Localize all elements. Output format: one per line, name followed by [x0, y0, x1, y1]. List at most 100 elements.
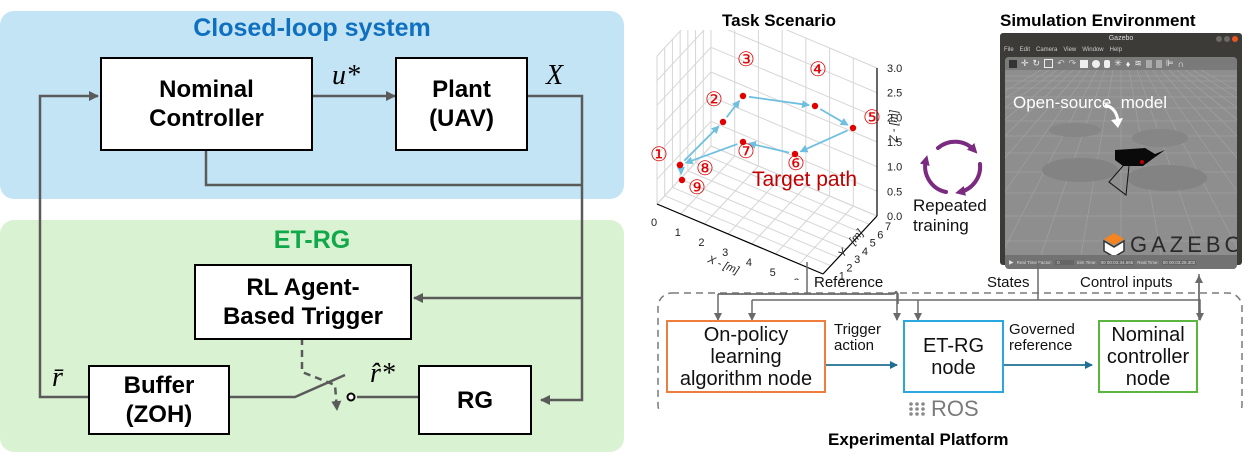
signal-u-star: u* [332, 60, 360, 91]
grid-line [656, 71, 712, 131]
rl-trigger-block: RL Agent- Based Trigger [194, 264, 412, 340]
redo-icon[interactable]: ↷ [1068, 58, 1077, 68]
grid-line [704, 165, 759, 225]
waypoint-label: ① [650, 144, 668, 166]
waypoint-dot [739, 92, 747, 100]
ground-grid-line [1200, 70, 1237, 92]
sim-time-label: Sim Time: [1076, 259, 1097, 265]
snap-icon[interactable]: ∩ [1177, 58, 1185, 69]
translate-tool-icon[interactable]: ✛ [1021, 58, 1029, 68]
etrg-title: ET-RG [273, 226, 351, 254]
copy-icon[interactable] [1145, 59, 1152, 68]
rtf-label: Real Time Factor: [1016, 259, 1053, 265]
x-tick-label: 1 [675, 227, 681, 239]
scale-tool-icon[interactable] [1044, 59, 1054, 68]
y-tick-label: 4 [862, 246, 868, 258]
window-controls[interactable] [1216, 36, 1238, 42]
grid-line [798, 205, 854, 265]
signal-x: X [546, 60, 564, 91]
waypoint-label: ⑨ [688, 177, 706, 199]
grid-line [680, 155, 736, 215]
menu-camera[interactable]: Camera [1036, 47, 1058, 53]
box-shape-icon[interactable] [1080, 59, 1089, 68]
directional-light-icon[interactable]: ≋ [1134, 58, 1142, 68]
rg-block: RG [418, 365, 532, 435]
x-tick-label: 4 [746, 257, 752, 269]
gazebo-brand: GAZEBO [1130, 232, 1237, 257]
z-tick-label: 3.0 [887, 63, 902, 75]
etrg-node: ET-RG node [903, 320, 1004, 393]
rotate-tool-icon[interactable]: ↻ [1032, 58, 1041, 68]
spot-light-icon[interactable]: ♦ [1125, 58, 1131, 69]
reference-label: Reference [814, 274, 884, 291]
z-axis-label: Z - [m] [888, 109, 900, 143]
y-tick-label: 7 [885, 221, 891, 233]
y-tick-label: 3 [854, 254, 860, 266]
grid-line [687, 170, 855, 242]
ground-grid-line [1136, 70, 1202, 255]
waypoint-label: ⑧ [696, 158, 714, 180]
waypoint-dot [719, 118, 727, 126]
menu-window[interactable]: Window [1082, 47, 1104, 53]
grid-line [710, 46, 878, 118]
gazebo-window-title: Gazebo [1108, 35, 1134, 42]
grid-line [703, 153, 870, 225]
cylinder-shape-icon[interactable] [1104, 59, 1111, 68]
grid-line [785, 30, 878, 69]
path-segment [747, 141, 790, 154]
uav-model [1042, 123, 1207, 196]
real-time-value: 00 00:03:28.302 [1161, 259, 1197, 265]
path-segment [684, 143, 738, 165]
play-icon[interactable]: ▶ [1009, 259, 1014, 266]
x-axis-line [656, 203, 824, 275]
gazebo-viewport[interactable]: ✛ ↻ ↶ ↷ ✳ ♦ ≋ ⊫ ∩ [1005, 57, 1237, 269]
learning-algorithm-node: On-policy learning algorithm node [666, 320, 826, 393]
ros-label: ROS [931, 396, 979, 421]
ros-dots-icon [909, 402, 925, 416]
grid-line [656, 46, 712, 106]
menu-help[interactable]: Help [1109, 47, 1122, 53]
z-tick-label: 1.0 [887, 162, 902, 174]
waypoint-label: ② [705, 89, 723, 111]
real-time-label: Real Time: [1137, 259, 1159, 265]
menu-view[interactable]: View [1063, 47, 1077, 53]
undo-icon[interactable]: ↶ [1057, 58, 1065, 68]
waypoint-dot [678, 176, 686, 184]
y-tick-label: 1 [839, 271, 845, 280]
y-tick-label: 0 [831, 279, 837, 280]
z-tick-label: 2.0 [887, 112, 902, 124]
point-light-icon[interactable]: ✳ [1114, 58, 1122, 68]
z-tick-label: 0.5 [887, 186, 902, 198]
menu-file[interactable]: File [1004, 47, 1014, 53]
paste-icon[interactable] [1155, 59, 1162, 68]
repeated-training-label: Repeated training [913, 196, 987, 235]
waypoint-dot [849, 124, 857, 132]
signal-r-bar: r̄ [52, 362, 63, 393]
align-icon[interactable]: ⊫ [1165, 58, 1174, 68]
maximize-icon[interactable] [1224, 36, 1230, 42]
grid-line [751, 185, 807, 245]
grid-line [695, 162, 862, 234]
switch-contact [346, 392, 356, 402]
select-tool-icon[interactable] [1009, 59, 1017, 68]
ground-grid [1005, 70, 1237, 255]
x-tick-label: 2 [698, 237, 704, 249]
path-segment [819, 108, 849, 126]
grid-line [664, 195, 831, 267]
ground-grid-line [1144, 70, 1237, 248]
ground-grid-line [1005, 70, 1058, 108]
y-axis-line [822, 215, 878, 275]
gazebo-window[interactable]: Gazebo File Edit Camera View Window Help… [1000, 33, 1242, 269]
close-icon[interactable] [1232, 36, 1238, 42]
grid-line [679, 178, 847, 250]
ground-grid-line [1176, 70, 1237, 120]
block-diagram-wires [38, 91, 584, 411]
sphere-shape-icon[interactable] [1092, 59, 1101, 68]
menu-edit[interactable]: Edit [1019, 47, 1031, 53]
minimize-icon[interactable] [1216, 36, 1222, 42]
ground-grid-line [1005, 70, 1090, 192]
y-tick-label: 6 [877, 229, 883, 241]
nominal-controller-node: Nominal controller node [1098, 320, 1198, 393]
grid-line [710, 71, 878, 143]
grid-line [656, 30, 705, 82]
